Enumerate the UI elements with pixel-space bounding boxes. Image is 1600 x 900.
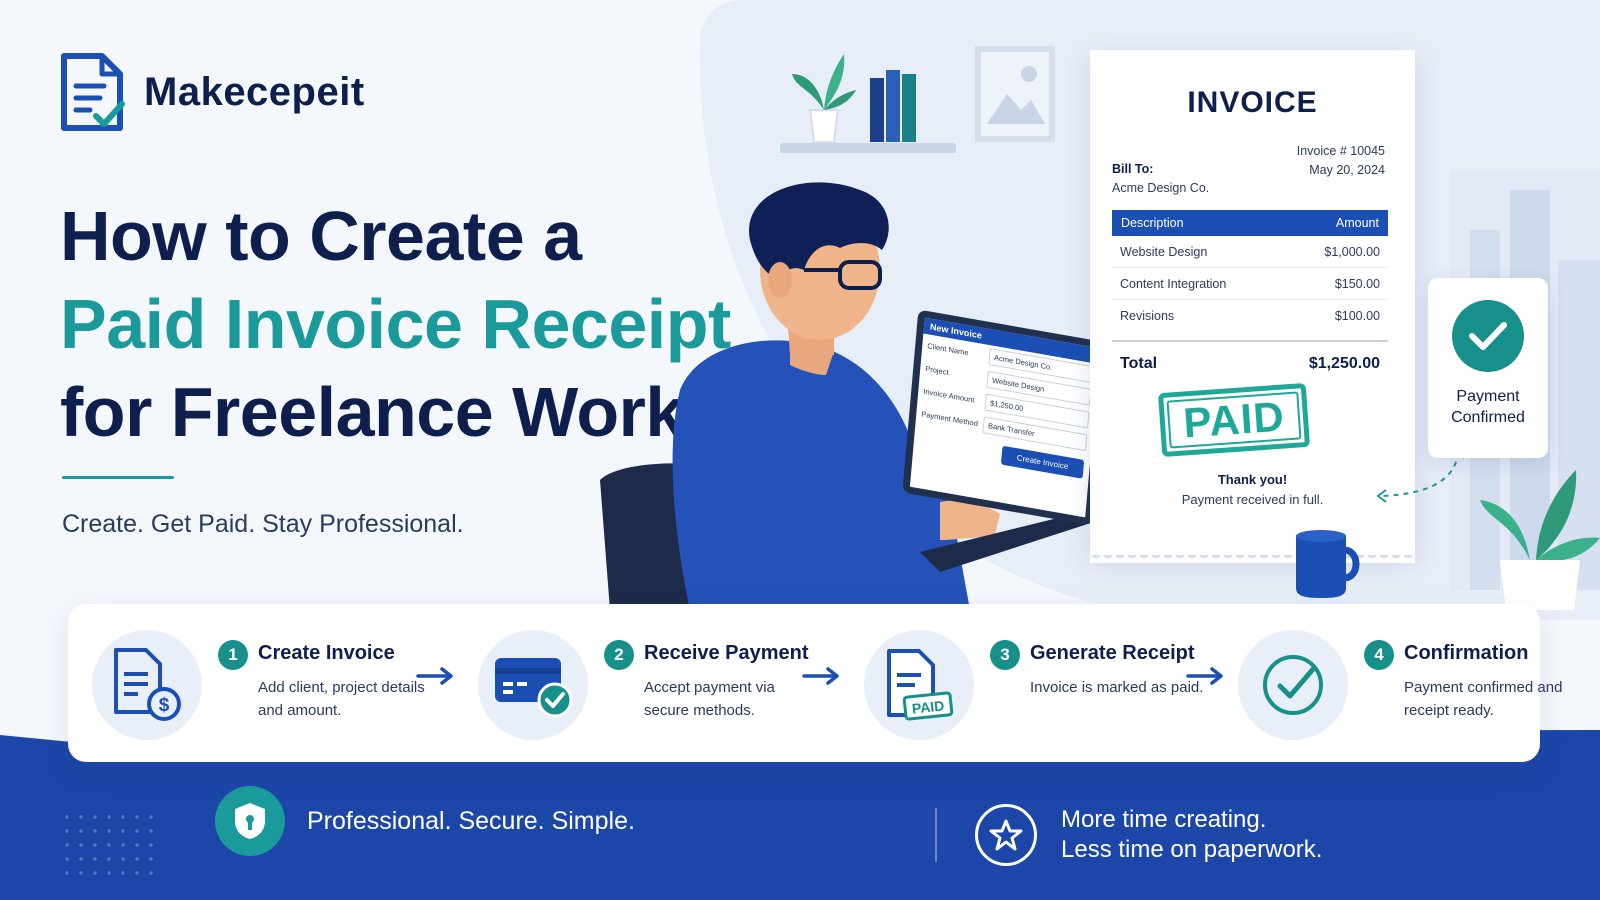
step-number: 4	[1364, 640, 1394, 670]
paid-icon-text: PAID	[911, 697, 945, 716]
row-amount: $150.00	[1334, 277, 1380, 291]
invoice-title: INVOICE	[1187, 86, 1318, 119]
arrow-right-icon	[1186, 667, 1223, 685]
step-number: 3	[990, 640, 1020, 670]
footer-divider	[935, 808, 937, 862]
check-circle-icon	[1238, 630, 1348, 740]
total-value: $1,250.00	[1308, 355, 1380, 372]
payment-label-line-2: Confirmed	[1451, 409, 1525, 426]
headline: How to Create a Paid Invoice Receipt for…	[60, 192, 731, 456]
table-row: Revisions $100.00	[1112, 300, 1388, 331]
arrow-right-icon	[416, 667, 453, 685]
bill-to-name: Acme Design Co.	[1112, 181, 1210, 195]
freelancer-illustration	[600, 182, 1100, 610]
wall-shelf	[780, 143, 956, 153]
row-description: Content Integration	[1120, 277, 1227, 291]
step-title: Receive Payment	[644, 642, 809, 664]
row-amount: $100.00	[1334, 309, 1380, 323]
field-label: Client Name	[926, 341, 969, 358]
table-header: Description Amount	[1112, 210, 1388, 236]
accent-rule	[62, 476, 174, 479]
step-description: Accept payment via secure methods.	[644, 679, 775, 719]
total-label: Total	[1120, 355, 1158, 372]
bill-to-label: Bill To:	[1112, 162, 1154, 176]
invoice-receipt: INVOICE Invoice # 10045 May 20, 2024 Bil…	[1090, 50, 1415, 563]
table-row: Content Integration $150.00	[1112, 268, 1388, 300]
coffee-mug-illustration	[1296, 530, 1360, 598]
paid-document-icon: PAID	[864, 630, 974, 740]
invoice-date: May 20, 2024	[1309, 163, 1385, 177]
brand-name: Makecepeit	[144, 69, 365, 114]
picture-frame	[975, 46, 1055, 142]
footer-message-line-1: More time creating.	[1061, 806, 1267, 833]
step-title: Generate Receipt	[1030, 642, 1195, 664]
svg-text:$: $	[159, 695, 170, 716]
table-row: Website Design $1,000.00	[1112, 236, 1388, 268]
headline-line-1: How to Create a	[60, 197, 582, 275]
steps-card: $ 1 Create Invoice Add client, project d…	[68, 604, 1562, 762]
footer-message-line-2: Less time on paperwork.	[1061, 836, 1323, 863]
image-icon	[987, 66, 1045, 124]
footer-right: More time creating. Less time on paperwo…	[975, 804, 1322, 866]
bill-to: Bill To: Acme Design Co.	[1112, 160, 1209, 198]
step-title: Confirmation	[1404, 642, 1529, 664]
headline-line-2: Paid Invoice Receipt	[60, 285, 731, 363]
payment-confirmed-label: Payment Confirmed	[1428, 386, 1548, 428]
star-icon	[975, 804, 1037, 866]
arrow-right-icon	[802, 667, 839, 685]
shelf-decor-illustration	[792, 54, 916, 143]
step-description: Add client, project details and amount.	[258, 679, 425, 719]
document-check-icon	[61, 53, 125, 131]
row-description: Website Design	[1120, 245, 1208, 259]
plant-illustration	[1480, 470, 1600, 610]
step-description: Invoice is marked as paid.	[1030, 679, 1204, 696]
credit-card-check-icon	[478, 630, 588, 740]
brand: Makecepeit	[60, 52, 365, 132]
tagline: Create. Get Paid. Stay Professional.	[62, 510, 464, 538]
column-description: Description	[1121, 216, 1184, 230]
step-number: 1	[218, 640, 248, 670]
shield-lock-icon	[215, 786, 285, 856]
footer-message: More time creating. Less time on paperwo…	[1061, 805, 1322, 865]
invoice-total: Total $1,250.00	[1112, 340, 1388, 373]
step-description: Payment confirmed and receipt ready.	[1404, 679, 1563, 719]
thank-you-note: Thank you! Payment received in full.	[1090, 470, 1415, 510]
footer-left: Professional. Secure. Simple.	[215, 786, 635, 856]
field-label: Payment Method	[920, 409, 979, 429]
payment-label-line-1: Payment	[1456, 388, 1520, 405]
check-circle-icon	[1452, 300, 1524, 372]
column-amount: Amount	[1335, 216, 1379, 230]
payment-confirmed-card: Payment Confirmed	[1428, 278, 1548, 458]
headline-line-3: for Freelance Work	[60, 373, 684, 451]
thanks-title: Thank you!	[1217, 472, 1288, 487]
step-number: 2	[604, 640, 634, 670]
row-description: Revisions	[1120, 309, 1175, 323]
field-label: Project	[924, 363, 950, 377]
step-title: Create Invoice	[258, 642, 395, 664]
row-amount: $1,000.00	[1324, 245, 1380, 259]
invoice-number: Invoice # 10045	[1296, 144, 1385, 158]
paid-stamp: PAID	[1157, 382, 1311, 458]
footer-slogan: Professional. Secure. Simple.	[307, 806, 635, 835]
thanks-note: Payment received in full.	[1181, 492, 1324, 507]
invoice-table: Description Amount Website Design $1,000…	[1112, 210, 1388, 331]
laptop-invoice-form: New Invoice Client Name Acme Design Co. …	[902, 309, 1108, 526]
dot-pattern	[60, 810, 160, 880]
invoice-meta: Invoice # 10045 May 20, 2024	[1297, 142, 1385, 180]
field-label: Invoice Amount	[922, 386, 975, 405]
invoice-dollar-icon: $	[92, 630, 202, 740]
